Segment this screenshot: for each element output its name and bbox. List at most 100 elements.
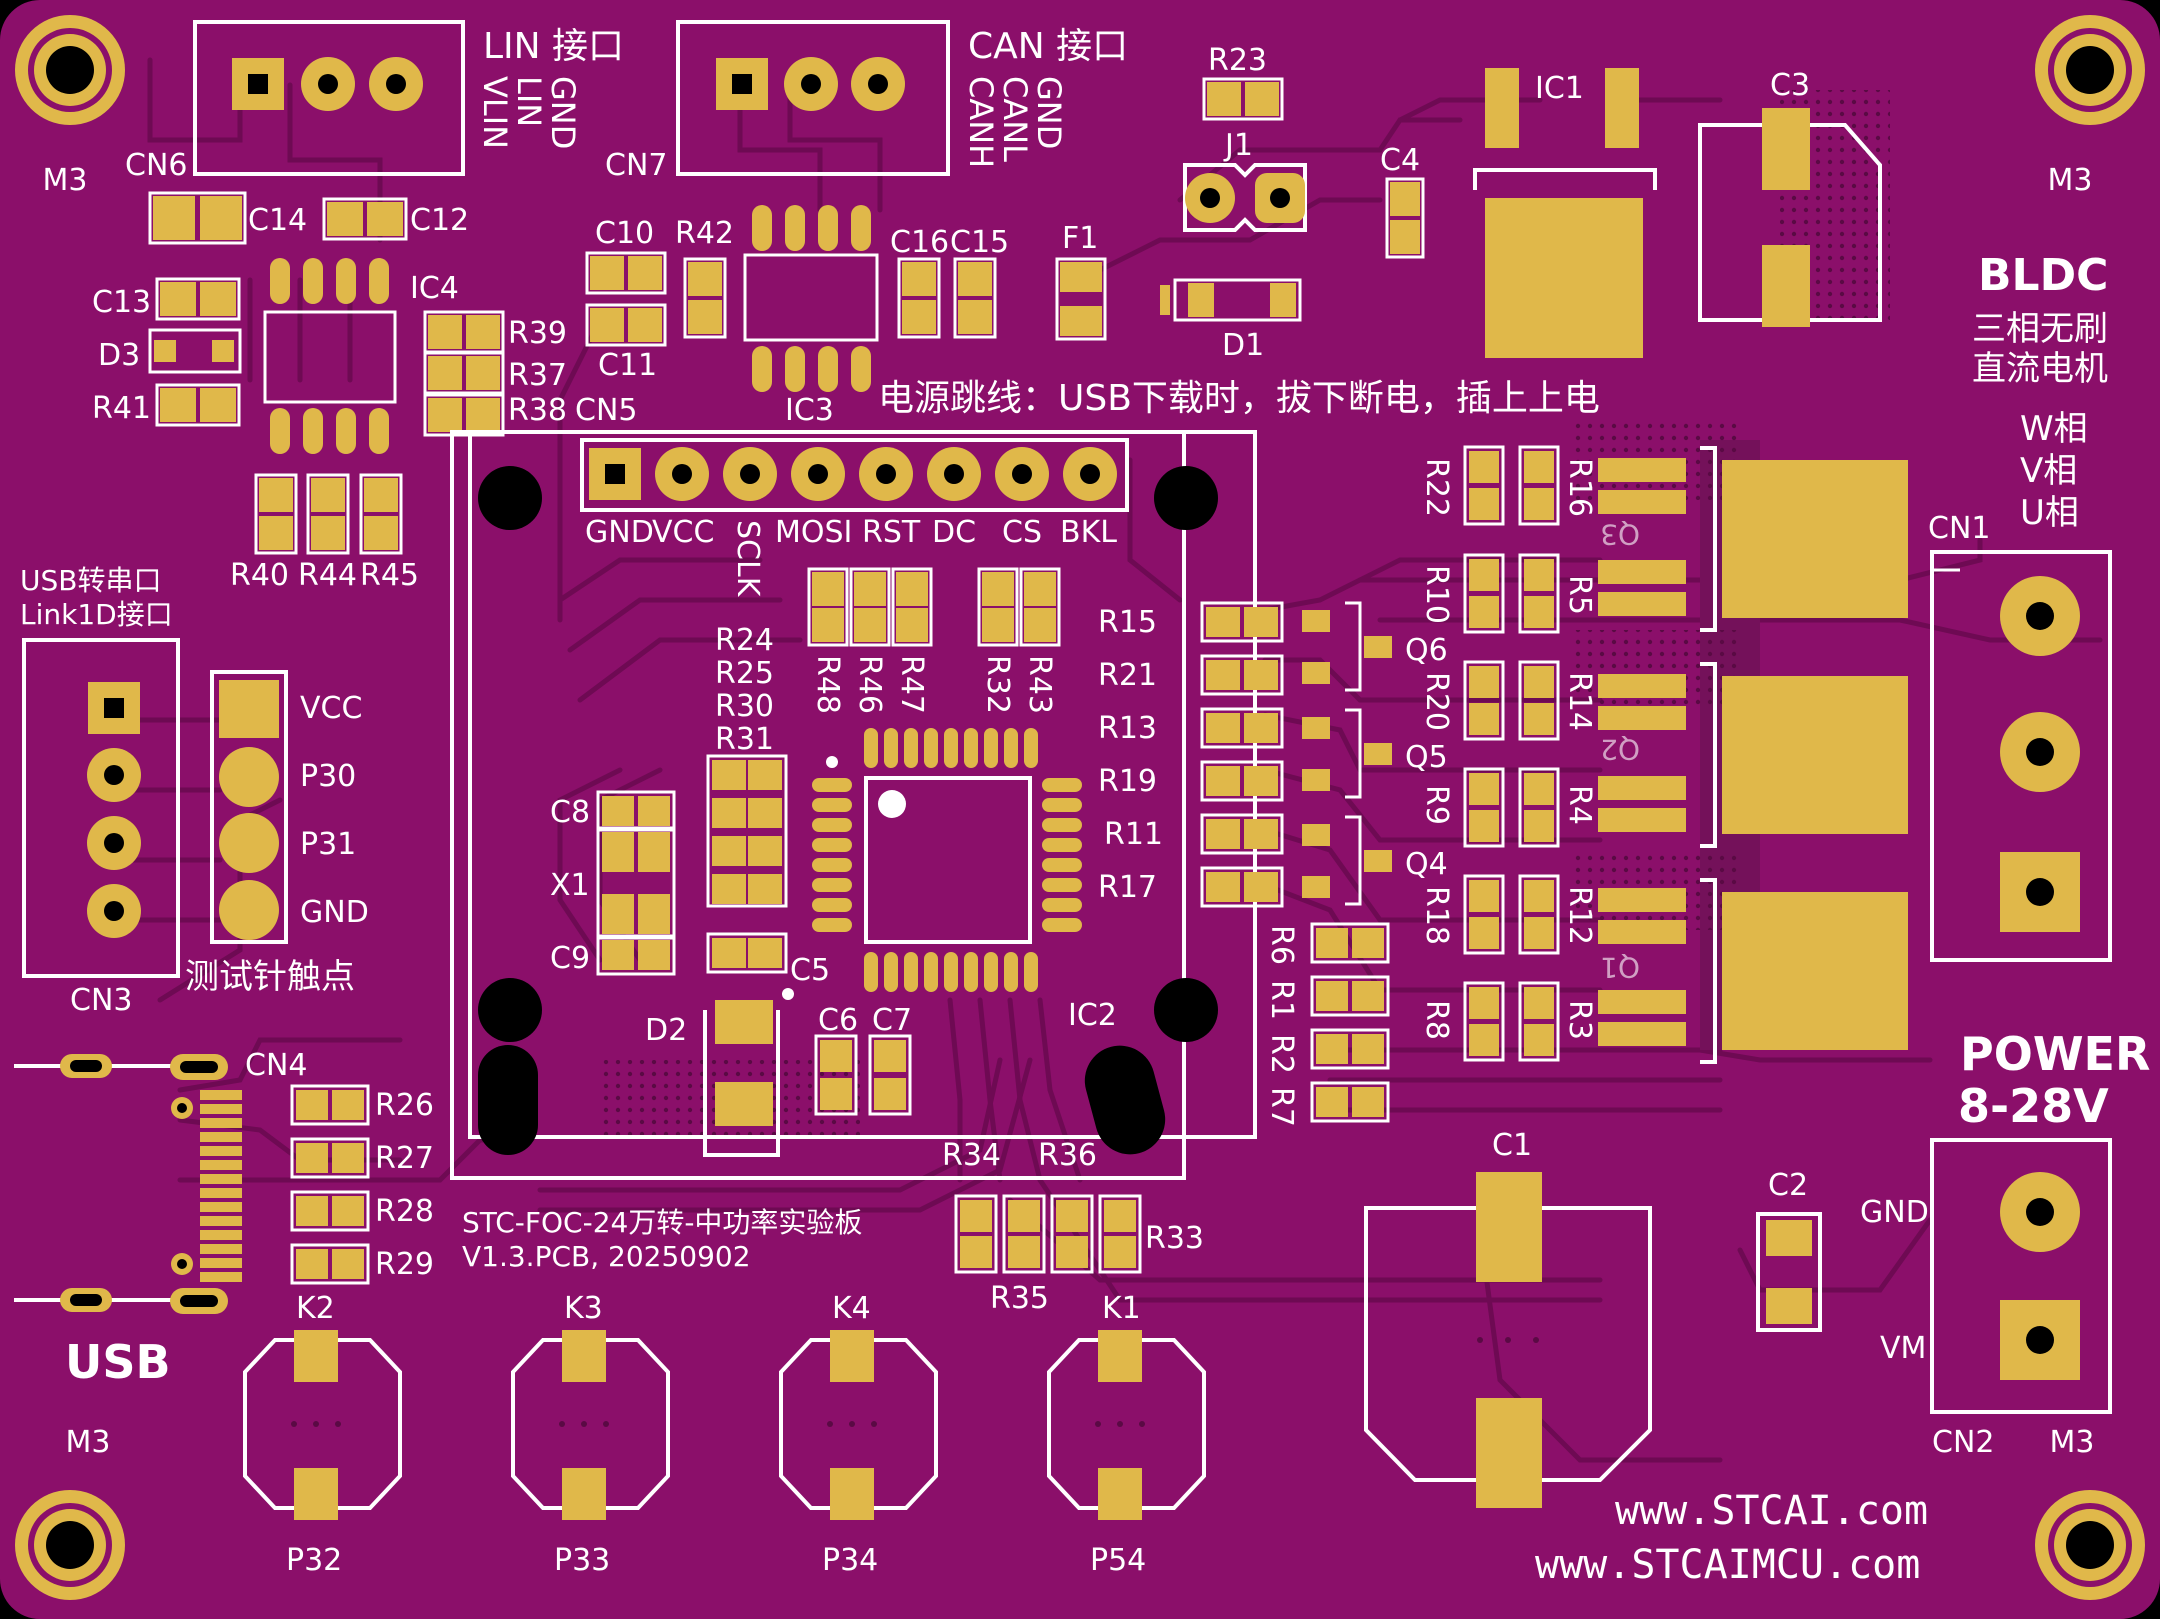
- m3-label-bl: M3: [66, 1425, 111, 1460]
- c15-label: C15: [950, 225, 1009, 260]
- ic2-label: IC2: [1068, 998, 1117, 1033]
- mosfet-resistor-columns: [1463, 445, 1560, 1062]
- d3-label: D3: [98, 338, 140, 373]
- can-pin-canl: CANL: [996, 76, 1034, 162]
- r19-label: R19: [1098, 764, 1157, 799]
- lcd-pin-rst: RST: [862, 515, 921, 550]
- c6-c7-caps: [814, 1034, 912, 1116]
- d2-diode: [703, 988, 794, 1157]
- r47-label: R47: [894, 655, 929, 714]
- c9-label: C9: [550, 941, 590, 976]
- r46-label: R46: [852, 655, 887, 714]
- ic3-label: IC3: [785, 393, 834, 428]
- cn7-ref: CN7: [605, 148, 667, 183]
- cn5-lcd-header: [580, 438, 1129, 512]
- c13-label: C13: [92, 285, 151, 320]
- r13-label: R13: [1098, 711, 1157, 746]
- c1-label: C1: [1492, 1128, 1532, 1163]
- c5-label: C5: [790, 953, 830, 988]
- lcd-pin-sclk: SCLK: [730, 520, 765, 598]
- button-k2: [243, 1330, 402, 1520]
- top-left-passive-outlines: [148, 191, 505, 555]
- q6-label: Q6: [1405, 633, 1448, 668]
- bldc-title: BLDC: [1978, 250, 2108, 301]
- lcd-mount-holes: [478, 466, 1218, 1155]
- url-stcaimcu: www.STCAIMCU.com: [1535, 1542, 1920, 1588]
- board-title-line1: STC-FOC-24万转-中功率实验板: [462, 1206, 862, 1239]
- cn6-lin-connector: [193, 20, 465, 176]
- x1-label: X1: [550, 868, 590, 903]
- cn3-ref: CN3: [70, 983, 132, 1018]
- k1-label: K1: [1102, 1291, 1141, 1326]
- lcd-pin-mosi: MOSI: [775, 515, 852, 550]
- d1-label: D1: [1222, 328, 1264, 363]
- r6-label: R6: [1264, 925, 1299, 965]
- link-label-line2: Link1D接口: [20, 598, 173, 631]
- r2-label: R2: [1264, 1034, 1299, 1074]
- q3-label: Q3: [1600, 518, 1640, 551]
- c3-label: C3: [1770, 68, 1810, 103]
- r9-label: R9: [1419, 785, 1454, 825]
- cn3-header: [22, 638, 180, 978]
- r44-label: R44: [298, 558, 357, 593]
- can-title: CAN 接口: [968, 26, 1128, 67]
- power-range: 8-28V: [1958, 1079, 2109, 1133]
- button-k4: [779, 1330, 938, 1520]
- c6-label: C6: [818, 1003, 858, 1038]
- r27-label: R27: [375, 1141, 434, 1176]
- c16-label: C16: [890, 225, 949, 260]
- lcd-pin-vcc: VCC: [652, 515, 714, 550]
- r16-label: R16: [1562, 458, 1597, 517]
- url-stcai: www.STCAI.com: [1615, 1488, 1928, 1534]
- small-transistors: [1302, 601, 1392, 906]
- r22-label: R22: [1419, 458, 1454, 517]
- lcd-pin-cs: CS: [1002, 515, 1042, 550]
- r17-label: R17: [1098, 870, 1157, 905]
- r40-label: R40: [230, 558, 289, 593]
- k3-label: K3: [564, 1291, 603, 1326]
- cn4-ref: CN4: [245, 1048, 307, 1083]
- c2-capacitor: [1756, 1212, 1822, 1332]
- power-mosfets: [1598, 446, 1908, 1064]
- can-pin-gnd: GND: [1030, 76, 1068, 149]
- m3-label-tl: M3: [43, 163, 88, 198]
- r23-label: R23: [1208, 43, 1267, 78]
- r10-label: R10: [1419, 565, 1454, 624]
- c3-capacitor: [1698, 108, 1882, 327]
- k4-label: K4: [832, 1291, 871, 1326]
- r35-label: R35: [990, 1281, 1049, 1316]
- cn3-pin-vcc: VCC: [300, 691, 362, 726]
- lin-pin-vlin: VLIN: [476, 76, 514, 149]
- r33-label: R33: [1145, 1221, 1204, 1256]
- bottom-resistors: [954, 1194, 1142, 1274]
- cn1-motor-terminal: [1930, 550, 2112, 962]
- bldc-desc2: 直流电机: [1972, 349, 2108, 389]
- phase-w-label: W相: [2020, 409, 2088, 449]
- ic4-soic8: [263, 258, 397, 454]
- link-label-line1: USB转串口: [20, 564, 161, 597]
- r37-label: R37: [508, 358, 567, 393]
- crystal-x1: [596, 790, 676, 976]
- ic2-mcu: [812, 728, 1082, 992]
- r4-label: R4: [1562, 785, 1597, 825]
- r30-label: R30: [715, 689, 774, 724]
- j1-jumper: [1183, 163, 1307, 232]
- r5-label: R5: [1562, 575, 1597, 615]
- c4-label: C4: [1380, 143, 1420, 178]
- cn1-ref: CN1: [1928, 511, 1990, 546]
- c12-label: C12: [410, 203, 469, 238]
- lcd-pin-dc: DC: [932, 515, 976, 550]
- lcd-pin-bkl: BKL: [1060, 515, 1117, 550]
- cn2-pin-vm: VM: [1880, 1331, 1926, 1366]
- cn7-can-connector: [676, 20, 950, 176]
- cn2-pin-gnd: GND: [1860, 1195, 1929, 1230]
- r36-label: R36: [1038, 1138, 1097, 1173]
- can-pin-canh: CANH: [962, 76, 1000, 168]
- cn6-ref: CN6: [125, 148, 187, 183]
- phase-v-label: V相: [2020, 451, 2077, 491]
- r8-label: R8: [1419, 1000, 1454, 1040]
- r21-label: R21: [1098, 658, 1157, 693]
- cn3-pin-gnd: GND: [300, 895, 369, 930]
